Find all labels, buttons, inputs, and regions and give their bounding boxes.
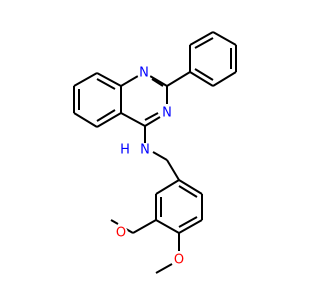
pyrimidine-ring <box>120 75 168 127</box>
nitrogen-label: N <box>162 106 172 121</box>
atom-label-n1: N <box>137 66 151 81</box>
oxygen-label: O <box>174 253 184 268</box>
methoxy-groups <box>110 219 180 274</box>
benzo-ring <box>73 72 122 128</box>
atom-label-n3: N <box>160 106 174 121</box>
molecule-structure-diagram: N N N H O O <box>73 31 237 274</box>
nitrogen-label: N <box>140 143 150 158</box>
atom-label-nh: N H <box>118 143 152 158</box>
phenyl-ring <box>166 31 237 87</box>
oxygen-label: O <box>116 226 126 241</box>
amine-linker <box>144 126 180 181</box>
hydrogen-label: H <box>120 143 130 158</box>
atom-label-o1: O <box>114 226 128 241</box>
nitrogen-label: N <box>139 66 149 81</box>
dimethoxyphenyl-ring <box>155 179 203 234</box>
atom-label-o2: O <box>172 253 186 268</box>
